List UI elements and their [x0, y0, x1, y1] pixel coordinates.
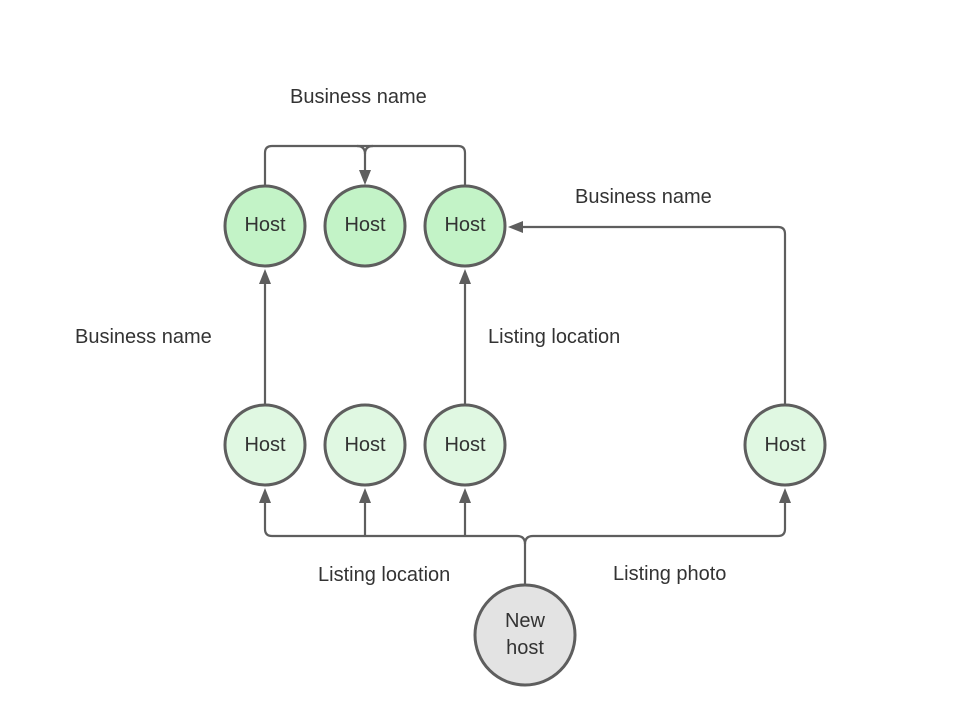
edge-top-business-name-stem-left	[363, 144, 374, 155]
label-right-business-name: Business name	[575, 186, 712, 208]
node-circle	[473, 583, 577, 687]
arrow-top-host-3-right	[508, 221, 523, 233]
node-label-line-2: host	[506, 637, 544, 659]
node-top-host-3: Host	[423, 184, 507, 268]
arrow-mid-host-3	[459, 488, 471, 503]
label-bottom-listing-photo: Listing photo	[613, 563, 726, 585]
arrow-top-host-3	[459, 269, 471, 284]
edge-right-business-name	[522, 225, 787, 405]
edge-new-host-right	[523, 502, 787, 545]
label-middle-listing-location: Listing location	[488, 326, 620, 348]
node-label: Host	[444, 434, 486, 456]
label-top-business-name: Business name	[290, 86, 427, 108]
node-label: Host	[764, 434, 806, 456]
arrow-top-host-2	[359, 170, 371, 185]
node-mid-host-1: Host	[223, 403, 307, 487]
arrow-mid-host-4	[779, 488, 791, 503]
node-circle	[423, 403, 507, 487]
node-label: Host	[444, 214, 486, 236]
node-circle	[223, 184, 307, 268]
node-top-host-2: Host	[323, 184, 407, 268]
edge-top-business-name	[263, 144, 467, 186]
edges	[259, 144, 791, 585]
node-label: Host	[244, 214, 286, 236]
node-label: Host	[344, 434, 386, 456]
label-left-business-name: Business name	[75, 326, 212, 348]
node-top-host-1: Host	[223, 184, 307, 268]
node-mid-host-3: Host	[423, 403, 507, 487]
node-label: Host	[244, 434, 286, 456]
node-label: Host	[344, 214, 386, 236]
node-circle	[423, 184, 507, 268]
arrow-mid-host-1	[259, 488, 271, 503]
node-mid-host-4: Host	[743, 403, 827, 487]
arrow-top-host-1	[259, 269, 271, 284]
node-mid-host-2: Host	[323, 403, 407, 487]
node-circle	[323, 184, 407, 268]
node-new-host: New host	[473, 583, 577, 687]
label-bottom-listing-location: Listing location	[318, 564, 450, 586]
node-circle	[743, 403, 827, 487]
node-label-line-1: New	[505, 610, 546, 632]
edge-top-business-name-stem	[356, 144, 367, 172]
arrow-mid-host-2	[359, 488, 371, 503]
node-circle	[323, 403, 407, 487]
node-circle	[223, 403, 307, 487]
edge-labels: Business name Business name Business nam…	[75, 86, 726, 586]
